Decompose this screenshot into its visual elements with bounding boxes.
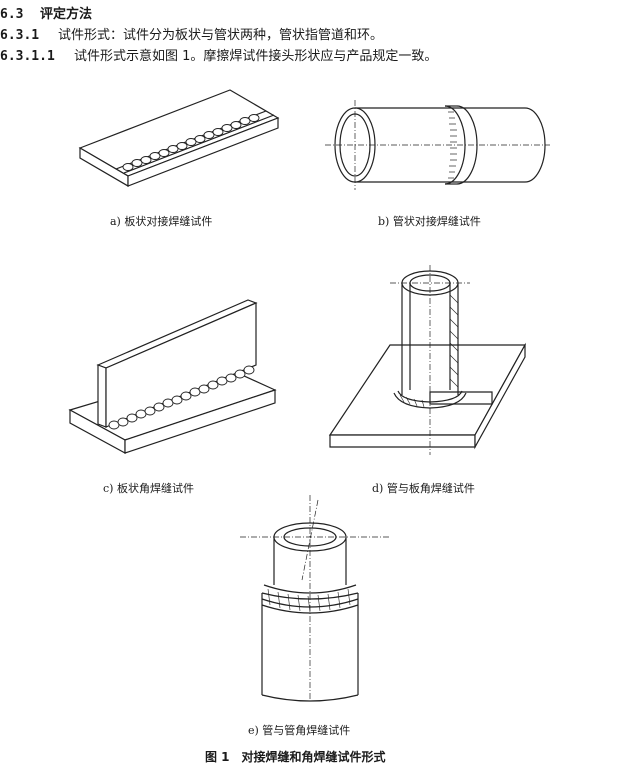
clause-6-3-1-text: 试件形式：试件分为板状与管状两种，管状指管道和环。 <box>58 28 384 43</box>
figure-d-pipe-to-plate-fillet-weld <box>330 265 530 460</box>
clause-6-3-1-1-number: 6.3.1.1 <box>0 49 55 64</box>
section-title: 评定方法 <box>40 7 93 22</box>
clause-6-3-1: 6.3.1 试件形式：试件分为板状与管状两种，管状指管道和环。 <box>0 24 383 43</box>
figure-c-plate-fillet-weld <box>70 295 280 460</box>
clause-6-3-1-number: 6.3.1 <box>0 28 40 43</box>
section-number: 6.3 <box>0 7 24 22</box>
caption-c: c) 板状角焊缝试件 <box>103 482 194 495</box>
figure-b-pipe-butt-weld <box>325 100 555 190</box>
figure-title: 图 1 对接焊缝和角焊缝试件形式 <box>205 750 386 764</box>
caption-a: a) 板状对接焊缝试件 <box>110 215 213 228</box>
section-heading: 6.3 评定方法 <box>0 3 92 22</box>
caption-b: b) 管状对接焊缝试件 <box>378 215 481 228</box>
clause-6-3-1-1-text: 试件形式示意如图 1。摩擦焊试件接头形状应与产品规定一致。 <box>74 49 438 64</box>
figure-a-plate-butt-weld <box>80 90 280 200</box>
caption-e: e) 管与管角焊缝试件 <box>248 724 351 737</box>
figure-e-pipe-to-pipe-fillet-weld <box>240 495 400 705</box>
clause-6-3-1-1: 6.3.1.1 试件形式示意如图 1。摩擦焊试件接头形状应与产品规定一致。 <box>0 45 437 64</box>
caption-d: d) 管与板角焊缝试件 <box>372 482 475 495</box>
